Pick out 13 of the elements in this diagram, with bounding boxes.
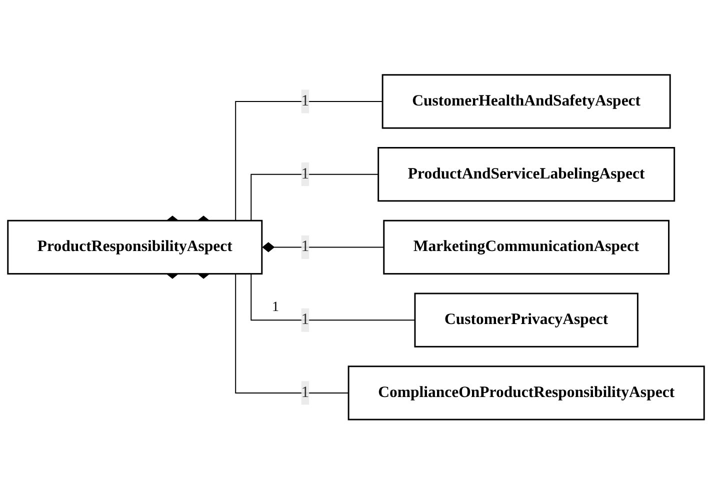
edge-label: 1 (301, 238, 310, 255)
edge-label: 1 (301, 384, 310, 401)
node-box: MarketingCommunicationAspect (383, 220, 670, 274)
connector (261, 242, 384, 252)
multiplicity-label: 1 (272, 300, 279, 315)
node-box: ProductAndServiceLabelingAspect (378, 146, 676, 202)
node-box: ComplianceOnProductResponsibilityAspect (348, 365, 705, 420)
edge-label: 1 (301, 92, 310, 110)
node-box: ProductResponsibilityAspect (7, 220, 263, 274)
node-box: CustomerHealthAndSafetyAspect (382, 74, 671, 129)
edge-label: 1 (301, 165, 310, 182)
edge-label: 1 (301, 311, 310, 328)
node-box: CustomerPrivacyAspect (414, 292, 638, 348)
